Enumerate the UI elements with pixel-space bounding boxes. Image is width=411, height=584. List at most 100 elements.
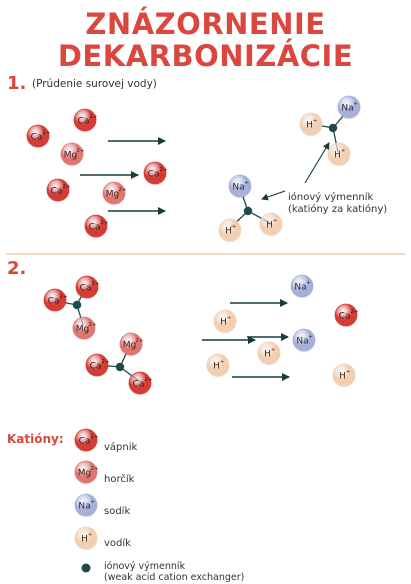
calcium-charge: 2+	[59, 294, 67, 300]
exchanger-arrow-up	[304, 142, 330, 184]
exchanger-note-line-1: iónový výmenník	[288, 192, 374, 203]
calcium-charge: 2+	[89, 114, 97, 120]
legend-label-sodium: sodík	[104, 506, 131, 517]
calcium-symbol: Ca	[339, 312, 351, 322]
hydrogen-ion: H+	[213, 309, 237, 334]
step-1-subtitle: (Prúdenie surovej vody)	[32, 78, 157, 90]
exchanger-node	[328, 123, 338, 133]
exchanger-node	[243, 206, 253, 216]
calcium-charge: 2+	[90, 434, 98, 440]
legend-label-magnesium: horčík	[104, 474, 135, 485]
hydrogen-ion: H+	[218, 218, 242, 243]
calcium-symbol: Ca	[78, 117, 90, 127]
title-line-2: DEKARBONIZÁCIE	[57, 39, 354, 73]
exchanger-node	[115, 362, 125, 372]
legend-exchanger-line-1: iónový výmenník	[104, 561, 186, 572]
magnesium-symbol: Mg	[123, 341, 136, 351]
calcium-charge: 2+	[101, 359, 109, 365]
exchanger-note-line-2: (katióny za katióny)	[288, 204, 388, 215]
hydrogen-symbol: H	[213, 362, 220, 372]
calcium-charge: 2+	[159, 167, 167, 173]
hydrogen-charge: +	[273, 218, 278, 224]
legend-label-hydrogen: vodík	[104, 538, 131, 549]
calcium-symbol: Ca	[80, 284, 92, 294]
sodium-charge: +	[306, 280, 311, 286]
exchanger-arrow-left	[261, 190, 286, 201]
exchanger-node	[81, 563, 91, 573]
sodium-symbol: Na	[296, 337, 308, 347]
step-2-number: 2.	[7, 258, 27, 279]
title-line-1: ZNÁZORNENIE	[85, 7, 326, 41]
hydrogen-ion: H+	[259, 212, 283, 237]
hydrogen-symbol: H	[264, 350, 271, 360]
calcium-charge: 2+	[100, 220, 108, 226]
magnesium-charge: 2+	[76, 148, 84, 154]
hydrogen-charge: +	[232, 224, 237, 230]
calcium-symbol: Ca	[90, 362, 102, 372]
sodium-charge: +	[244, 180, 249, 186]
magnesium-charge: 2+	[88, 322, 96, 328]
calcium-charge: 2+	[144, 377, 152, 383]
magnesium-symbol: Mg	[78, 469, 91, 479]
sodium-ion: Na+	[228, 174, 252, 199]
legend-sodium-ion: Na+	[74, 493, 98, 518]
hydrogen-symbol: H	[306, 121, 313, 131]
hydrogen-ion: H+	[299, 112, 323, 137]
hydrogen-symbol: H	[339, 372, 346, 382]
hydrogen-charge: +	[88, 532, 93, 538]
calcium-charge: 2+	[42, 130, 50, 136]
hydrogen-ion: H+	[332, 363, 356, 388]
hydrogen-ion: H+	[327, 142, 351, 167]
sodium-ion: Na+	[337, 95, 361, 120]
hydrogen-symbol: H	[81, 535, 88, 545]
sodium-symbol: Na	[232, 183, 244, 193]
calcium-symbol: Ca	[89, 223, 101, 233]
magnesium-charge: 2+	[135, 338, 143, 344]
magnesium-symbol: Mg	[76, 325, 89, 335]
hydrogen-charge: +	[341, 148, 346, 154]
magnesium-charge: 2+	[90, 466, 98, 472]
hydrogen-charge: +	[346, 369, 351, 375]
calcium-symbol: Ca	[79, 437, 91, 447]
calcium-charge: 2+	[62, 184, 70, 190]
hydrogen-symbol: H	[225, 227, 232, 237]
calcium-symbol: Ca	[31, 133, 43, 143]
sodium-symbol: Na	[294, 283, 306, 293]
step-1-number: 1.	[7, 73, 27, 94]
magnesium-symbol: Mg	[106, 190, 119, 200]
magnesium-symbol: Mg	[64, 151, 77, 161]
exchanger-node	[72, 300, 82, 310]
hydrogen-charge: +	[313, 118, 318, 124]
sodium-symbol: Na	[341, 104, 353, 114]
hydrogen-ion: H+	[206, 353, 230, 378]
calcium-charge: 2+	[91, 281, 99, 287]
sodium-symbol: Na	[78, 502, 90, 512]
calcium-symbol: Ca	[148, 170, 160, 180]
hydrogen-symbol: H	[220, 318, 227, 328]
legend-label-calcium: vápnik	[104, 442, 138, 453]
hydrogen-symbol: H	[334, 151, 341, 161]
hydrogen-charge: +	[220, 359, 225, 365]
magnesium-charge: 2+	[118, 187, 126, 193]
sodium-charge: +	[90, 499, 95, 505]
sodium-charge: +	[353, 101, 358, 107]
legend-exchanger-line-2: (weak acid cation exchanger)	[104, 572, 245, 583]
calcium-charge: 2+	[350, 309, 358, 315]
sodium-ion: Na+	[292, 328, 316, 353]
